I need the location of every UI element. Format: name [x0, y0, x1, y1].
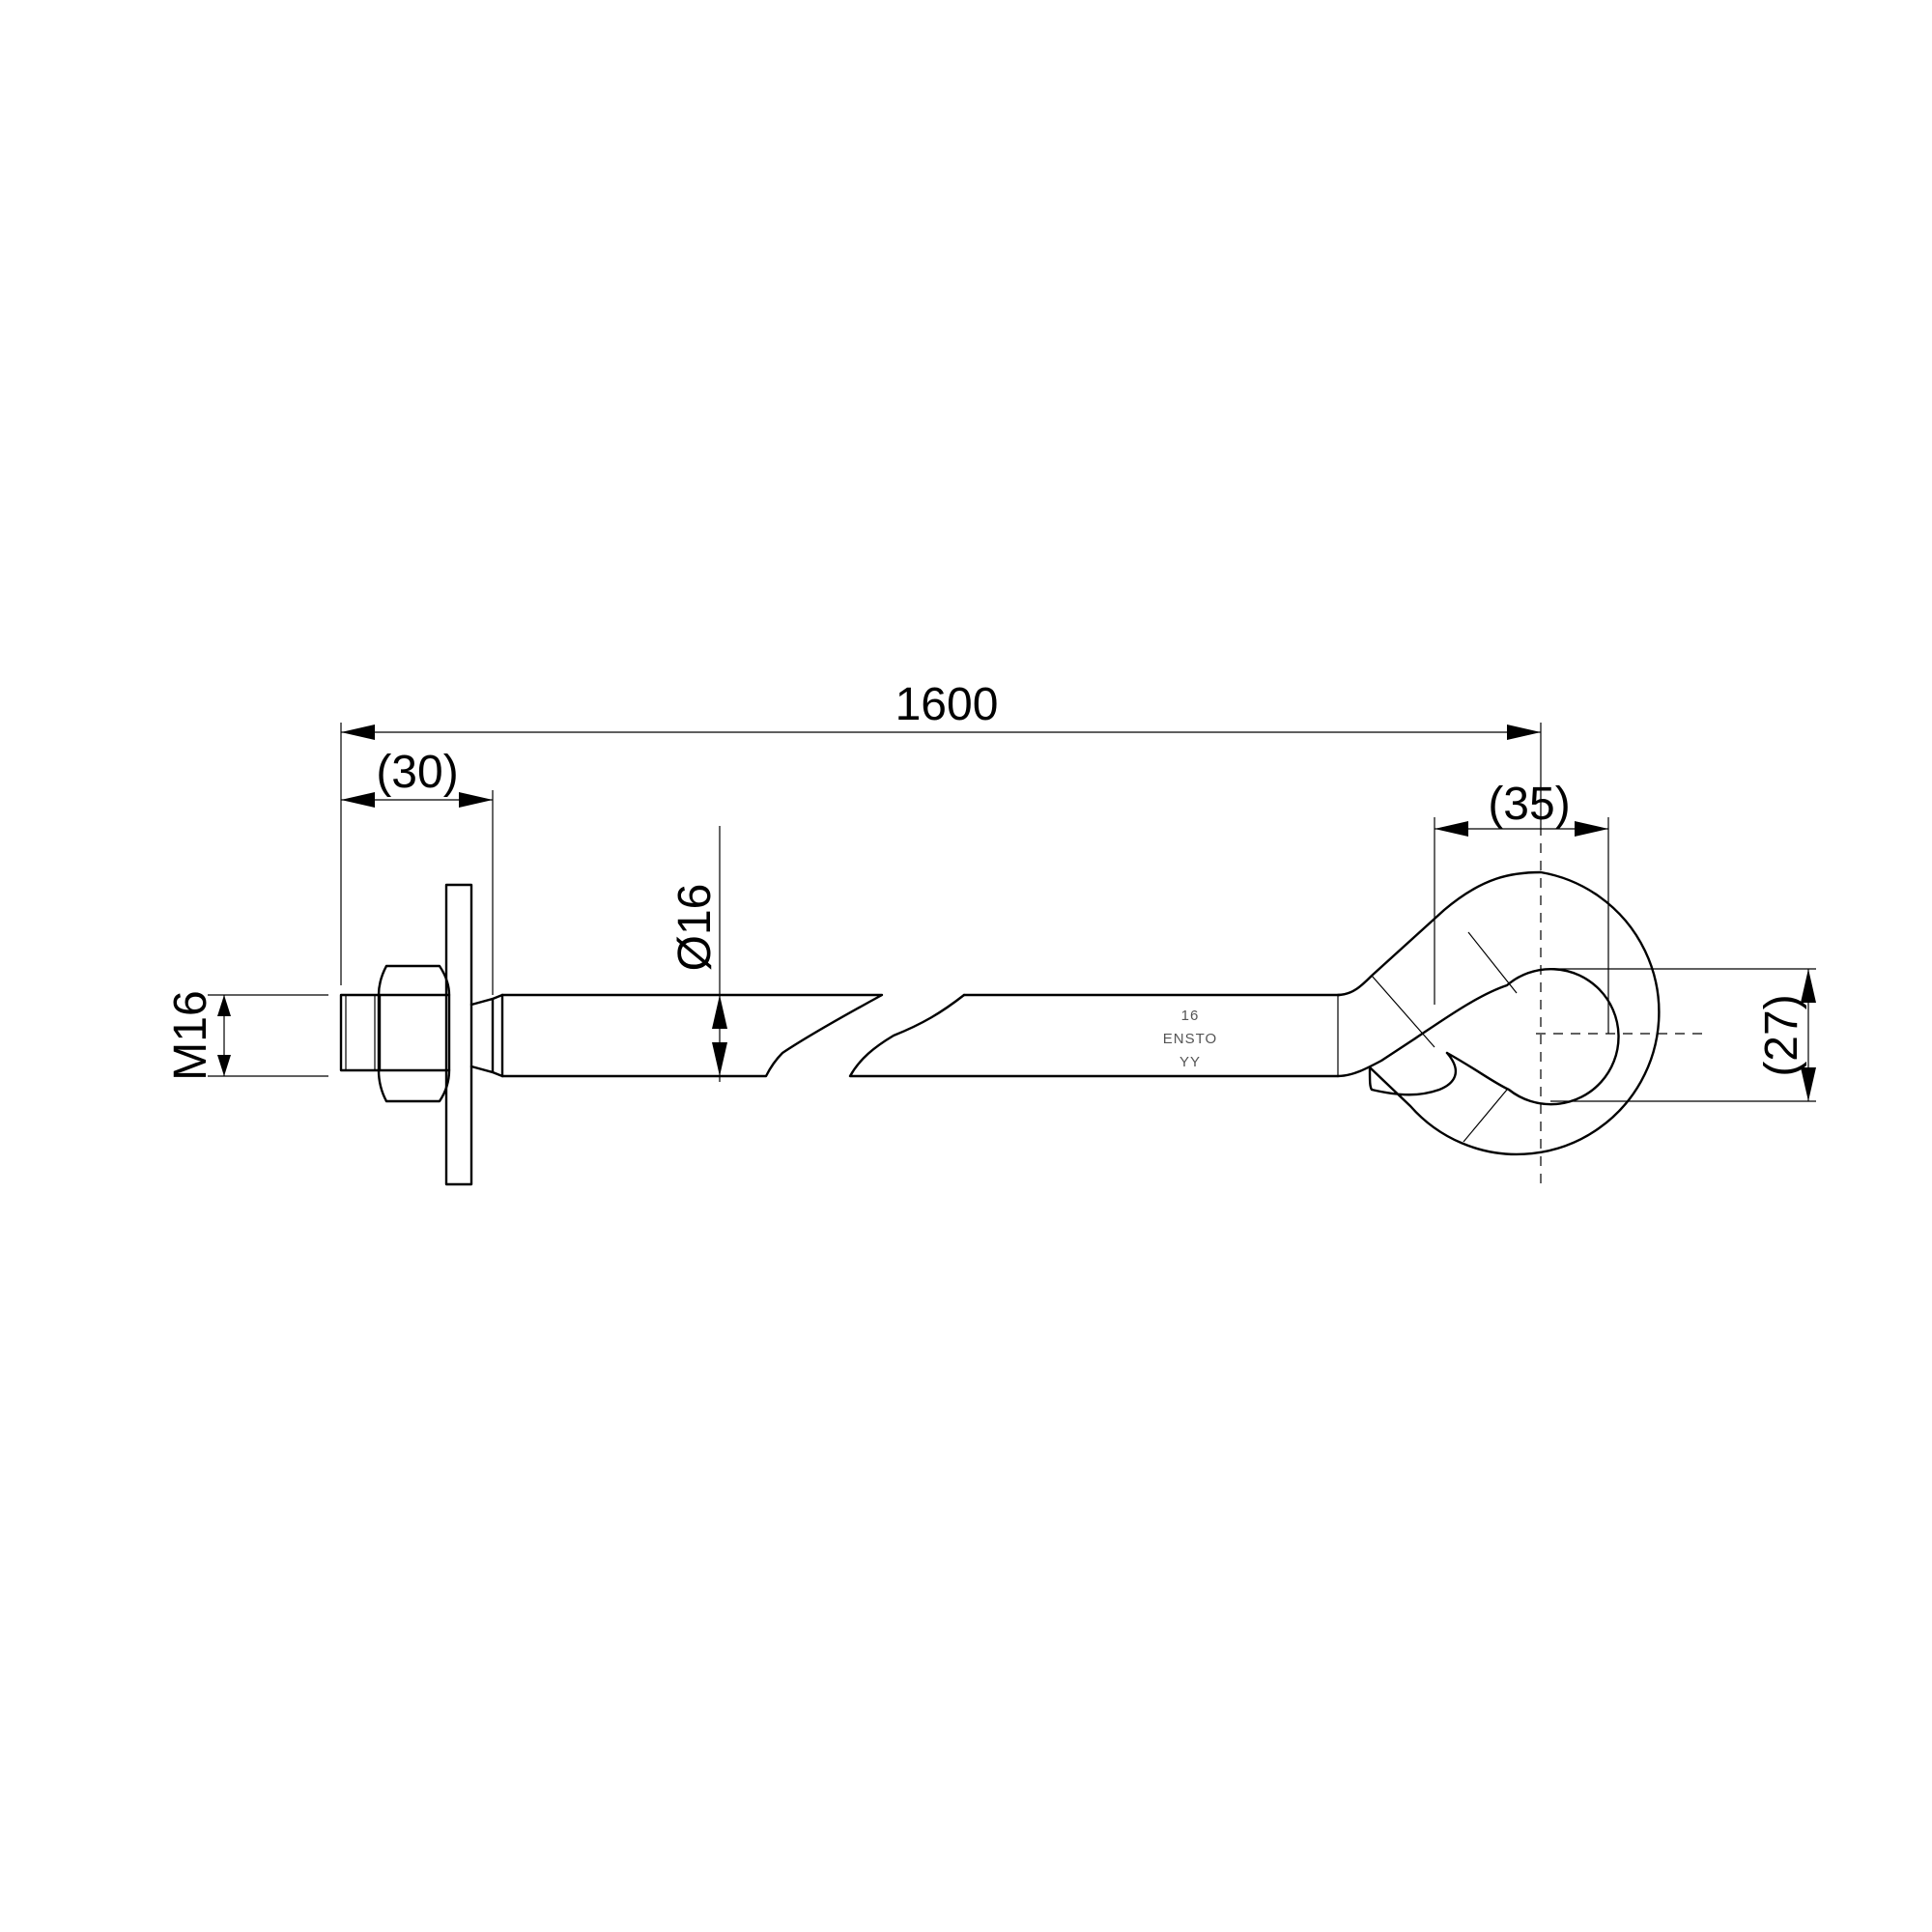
- eye-tangent-1: [1371, 975, 1435, 1048]
- dimension-eye-width-label: (35): [1488, 779, 1570, 830]
- eye-hook-inner: [1413, 967, 1620, 1106]
- dimension-eye-height-label: (27): [1756, 994, 1807, 1076]
- dimension-thread-length-label: (30): [376, 747, 458, 798]
- dimension-eye-height: (27): [1550, 968, 1816, 1102]
- dimension-shank-diameter-label: Ø16: [669, 884, 721, 972]
- eye-hook-lower: [1336, 1037, 1417, 1078]
- dimensions: 1600 (30) Ø16 M16: [165, 679, 1816, 1102]
- thread-runout: [469, 993, 504, 1078]
- eye-tangent-3: [1463, 1089, 1508, 1143]
- marking-brand: ENSTO: [1163, 1031, 1217, 1047]
- eye-tangent-2: [1467, 931, 1518, 994]
- dimension-overall-length: 1600: [340, 679, 1542, 985]
- dimension-thread-length: (30): [341, 747, 494, 995]
- shank-left-segment: [500, 993, 884, 1078]
- washer-plate: [444, 883, 473, 1186]
- threaded-end: [339, 993, 382, 1072]
- dimension-eye-width: (35): [1434, 779, 1609, 1034]
- dimension-overall-length-label: 1600: [895, 679, 999, 730]
- shank-right-segment: [848, 993, 1340, 1078]
- product-marking: 16 ENSTO YY: [1163, 1008, 1217, 1070]
- dimension-shank-diameter: Ø16: [669, 826, 727, 1082]
- dimension-thread-size-label: M16: [165, 990, 216, 1080]
- dimension-thread-size: M16: [165, 990, 328, 1081]
- eye-bolt-part: 16 ENSTO YY: [339, 826, 1710, 1188]
- marking-code: YY: [1179, 1054, 1201, 1070]
- marking-size: 16: [1181, 1008, 1200, 1024]
- eye-hook: [1336, 870, 1661, 1156]
- hex-nut: [377, 964, 451, 1103]
